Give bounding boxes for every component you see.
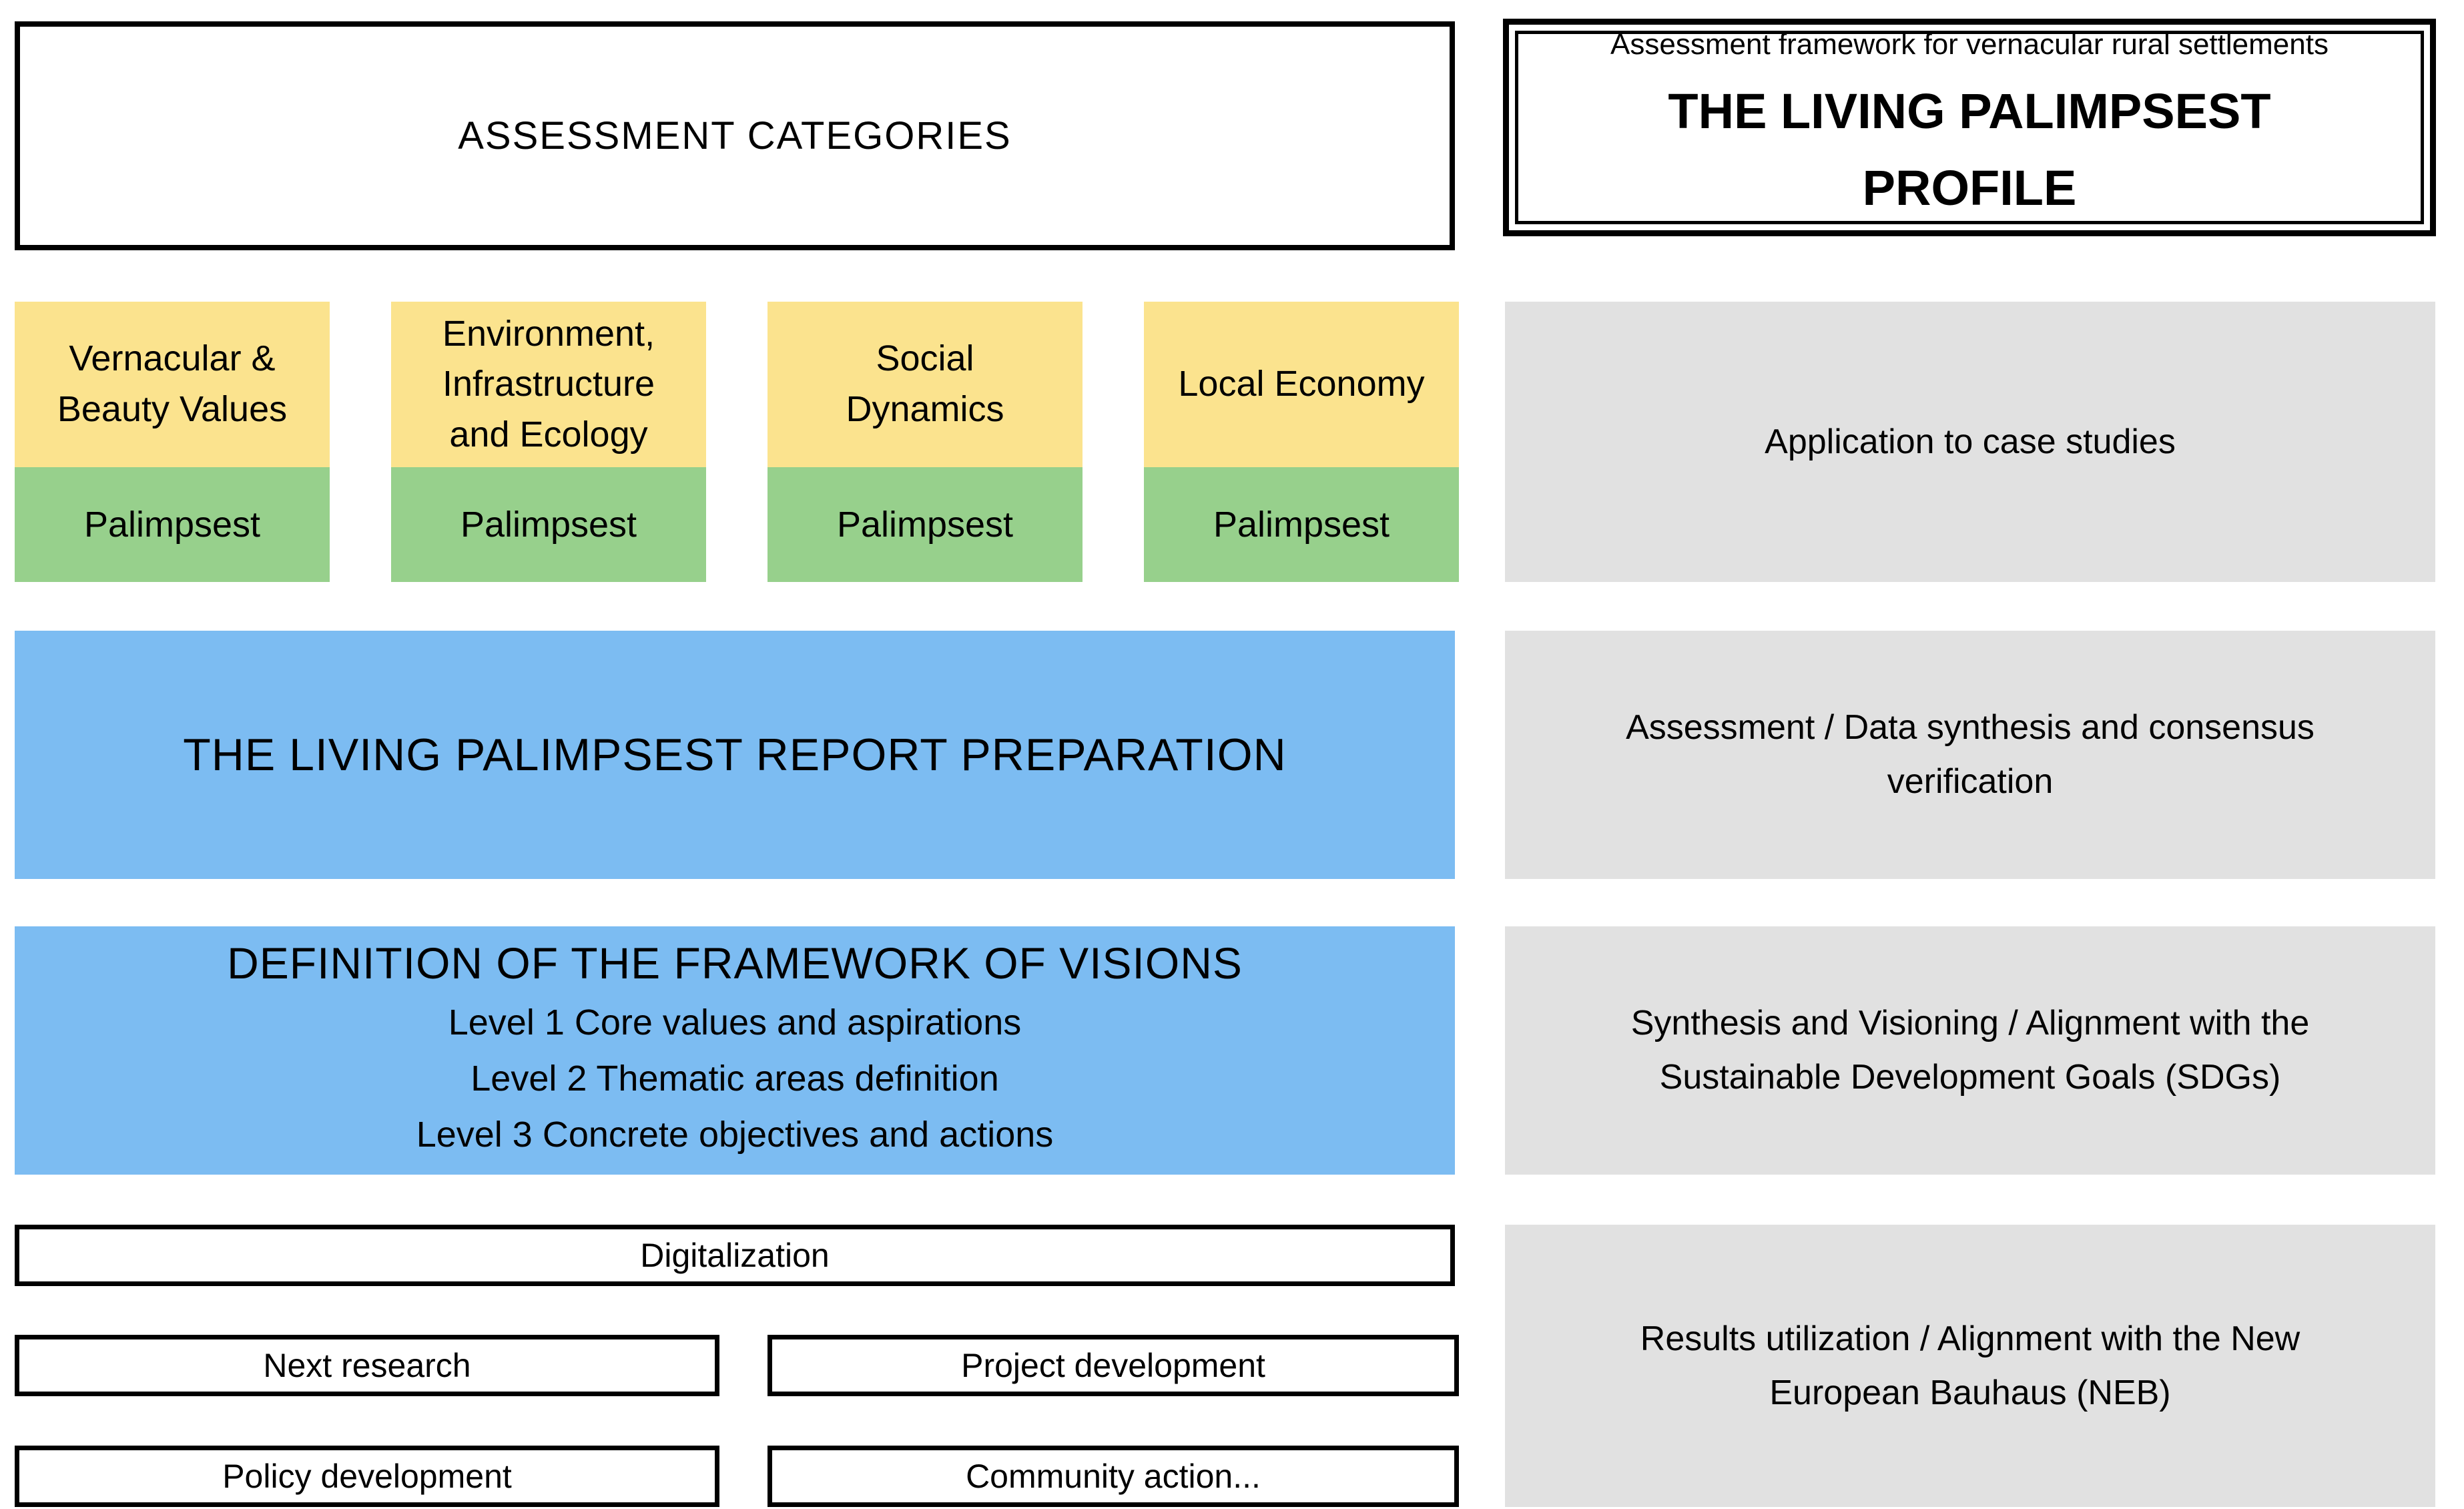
category-vernacular-beauty-header: Vernacular & Beauty Values [15, 302, 330, 467]
stage-label: Synthesis and Visioning / Alignment with… [1630, 1004, 2310, 1097]
stage-results-utilization-neb: Results utilization / Alignment with the… [1505, 1225, 2435, 1507]
assessment-categories-title: ASSESSMENT CATEGORIES [458, 114, 1012, 158]
palimpsest-label: Palimpsest [460, 505, 637, 545]
stage-application-case-studies: Application to case studies [1505, 302, 2435, 582]
stage-label: Assessment / Data synthesis and consensu… [1626, 708, 2315, 801]
project-development-box: Project development [767, 1335, 1459, 1396]
living-palimpsest-profile-inner-frame: Assessment framework for vernacular rura… [1515, 28, 2424, 224]
digitalization-box: Digitalization [15, 1225, 1455, 1286]
framework-level-3: Level 3 Concrete objectives and actions [416, 1114, 1054, 1155]
palimpsest-label: Palimpsest [836, 505, 1014, 545]
category-vernacular-beauty-palimpsest: Palimpsest [15, 467, 330, 582]
palimpsest-label: Palimpsest [1213, 505, 1390, 545]
policy-development-label: Policy development [222, 1458, 512, 1495]
framework-level-2: Level 2 Thematic areas definition [471, 1059, 999, 1099]
digitalization-label: Digitalization [640, 1237, 830, 1274]
framework-level-1: Level 1 Core values and aspirations [448, 1002, 1022, 1043]
community-action-box: Community action... [767, 1446, 1459, 1507]
next-research-box: Next research [15, 1335, 719, 1396]
category-environment-infrastructure: Environment, Infrastructure and Ecology … [391, 302, 706, 582]
framework-of-visions-box: DEFINITION OF THE FRAMEWORK OF VISIONS L… [15, 926, 1455, 1175]
next-research-label: Next research [263, 1347, 471, 1384]
profile-title: THE LIVING PALIMPSEST PROFILE [1668, 83, 2271, 216]
category-environment-infrastructure-header: Environment, Infrastructure and Ecology [391, 302, 706, 467]
category-label: Local Economy [1178, 364, 1425, 404]
category-vernacular-beauty: Vernacular & Beauty Values Palimpsest [15, 302, 330, 582]
policy-development-box: Policy development [15, 1446, 719, 1507]
project-development-label: Project development [961, 1347, 1265, 1384]
profile-subtitle: Assessment framework for vernacular rura… [1610, 28, 2329, 61]
stage-label: Results utilization / Alignment with the… [1640, 1319, 2300, 1412]
category-social-dynamics: Social Dynamics Palimpsest [767, 302, 1083, 582]
community-action-label: Community action... [966, 1458, 1261, 1495]
stage-assessment-data-synthesis: Assessment / Data synthesis and consensu… [1505, 631, 2435, 879]
category-environment-infrastructure-palimpsest: Palimpsest [391, 467, 706, 582]
report-preparation-title: THE LIVING PALIMPSEST REPORT PREPARATION [183, 729, 1287, 780]
category-social-dynamics-header: Social Dynamics [767, 302, 1083, 467]
living-palimpsest-profile-box: Assessment framework for vernacular rura… [1503, 19, 2436, 236]
category-local-economy: Local Economy Palimpsest [1144, 302, 1459, 582]
category-local-economy-header: Local Economy [1144, 302, 1459, 467]
assessment-categories-box: ASSESSMENT CATEGORIES [15, 21, 1455, 250]
report-preparation-box: THE LIVING PALIMPSEST REPORT PREPARATION [15, 631, 1455, 879]
stage-synthesis-visioning-sdgs: Synthesis and Visioning / Alignment with… [1505, 926, 2435, 1175]
framework-of-visions-title: DEFINITION OF THE FRAMEWORK OF VISIONS [227, 938, 1243, 988]
category-local-economy-palimpsest: Palimpsest [1144, 467, 1459, 582]
palimpsest-label: Palimpsest [83, 505, 261, 545]
category-label: Social Dynamics [846, 338, 1004, 429]
category-label: Environment, Infrastructure and Ecology [442, 313, 655, 455]
stage-label: Application to case studies [1765, 422, 2176, 461]
category-social-dynamics-palimpsest: Palimpsest [767, 467, 1083, 582]
category-label: Vernacular & Beauty Values [57, 338, 288, 429]
